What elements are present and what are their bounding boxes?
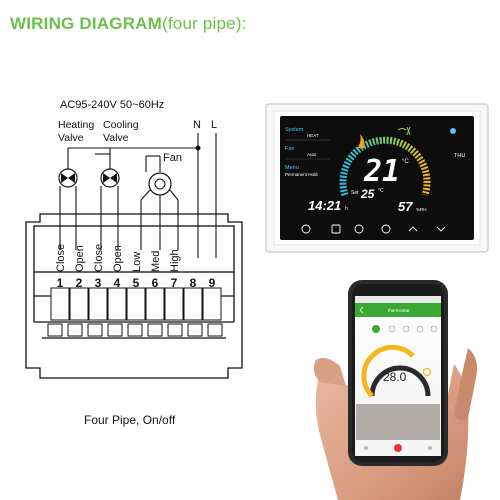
- thermostat-unit: °C: [402, 159, 409, 165]
- heating-valve-label-2: Valve: [58, 132, 84, 144]
- app-nav-icon-1[interactable]: [364, 446, 368, 450]
- app-back-icon: [359, 306, 364, 314]
- terminal-number-4: 4: [114, 276, 121, 290]
- thermostat-buttons: [301, 224, 446, 234]
- heating-valve-label-1: Heating: [58, 119, 94, 131]
- terminal-7-label: High: [169, 249, 181, 272]
- thermostat-humidity: 57: [398, 199, 413, 214]
- thermostat-set-unit: °C: [378, 188, 384, 194]
- diagram-title: WIRING DIAGRAM(four pipe):: [10, 14, 247, 34]
- wires: [59, 133, 217, 258]
- down-button-icon: [436, 226, 446, 232]
- app-temp: 28.0: [383, 370, 407, 384]
- terminal-number-9: 9: [209, 276, 216, 290]
- title-suffix: (four pipe):: [162, 14, 247, 33]
- terminal-number-2: 2: [76, 276, 83, 290]
- live-label: L: [211, 119, 217, 131]
- terminal-number-1: 1: [57, 276, 64, 290]
- fan-label: Fan: [163, 152, 182, 164]
- thermostat-device: System HEAT Fan Auto Menu Permanent Hold…: [265, 103, 489, 253]
- thermostat-dial: [339, 136, 431, 197]
- terminal-labels: Close Open Close Open Low Med High: [55, 244, 181, 272]
- status-dot-icon: [450, 128, 456, 134]
- power-spec: AC95-240V 50~60Hz: [60, 99, 164, 111]
- thermostat-time: 14:21: [308, 198, 341, 213]
- thermostat-heat-mode: HEAT: [307, 133, 319, 138]
- thermostat-menu-label: Menu: [285, 165, 299, 171]
- thermostat-day: THU: [454, 153, 465, 159]
- thermostat-set-label: Set: [351, 190, 359, 196]
- app-power-icon: [372, 325, 380, 333]
- cooling-valve-label-1: Cooling: [103, 119, 139, 131]
- cooling-valve-label-2: Valve: [103, 132, 129, 144]
- title-main: WIRING DIAGRAM: [10, 14, 163, 33]
- terminal-1-label: Close: [55, 244, 67, 272]
- clock-button-icon: [381, 224, 391, 234]
- thermostat-time-suffix: h: [345, 206, 348, 212]
- thermostat-fan-label: Fan: [285, 146, 294, 152]
- diagram-caption: Four Pipe, On/off: [84, 413, 176, 427]
- terminal-numbers: 1 2 3 4 5 6 7 8 9: [57, 276, 216, 290]
- terminal-5-label: Low: [131, 252, 143, 272]
- thermostat-fan-mode: Auto: [307, 152, 317, 157]
- app-header: [355, 303, 441, 317]
- flame-icon: [358, 134, 365, 148]
- thermostat-set-temp: 25: [360, 187, 375, 201]
- cooling-valve-icon: [100, 168, 120, 188]
- thermostat-system-label: System: [285, 127, 304, 133]
- app-room-photo: [356, 404, 440, 440]
- wind-icon: [397, 126, 411, 136]
- terminal-bottom-slots: [47, 323, 223, 337]
- up-button-icon: [408, 226, 418, 232]
- terminal-number-3: 3: [95, 276, 102, 290]
- menu-button-icon: [331, 224, 341, 234]
- thermostat-hold: Permanent Hold: [285, 172, 318, 177]
- fan-button-icon: [354, 224, 364, 234]
- terminal-3-label: Close: [93, 244, 105, 272]
- app-title: thermostat: [388, 308, 410, 313]
- terminal-6-label: Med: [150, 251, 162, 272]
- neutral-label: N: [193, 119, 201, 131]
- app-dial-progress: [361, 344, 415, 398]
- app-nav-icon-2[interactable]: [428, 446, 432, 450]
- terminal-number-8: 8: [190, 276, 197, 290]
- terminal-4-label: Open: [112, 245, 124, 272]
- terminal-slots: [50, 287, 222, 321]
- app-mode-icons: [388, 325, 438, 333]
- terminal-number-5: 5: [133, 276, 140, 290]
- app-dial-knob[interactable]: [422, 367, 432, 377]
- fan-icon: [148, 172, 172, 196]
- power-button-icon: [301, 224, 311, 234]
- thermostat-humidity-unit: %RH: [416, 207, 427, 212]
- smartphone: thermostat 28.0: [348, 280, 448, 466]
- heating-valve-icon: [58, 168, 78, 188]
- app-power-button[interactable]: [394, 444, 402, 452]
- terminal-number-6: 6: [152, 276, 159, 290]
- thermostat-screen: [280, 116, 474, 240]
- terminal-2-label: Open: [74, 245, 86, 272]
- thermostat-temp: 21: [363, 154, 400, 189]
- terminal-number-7: 7: [171, 276, 178, 290]
- app-dial-track: [369, 365, 431, 397]
